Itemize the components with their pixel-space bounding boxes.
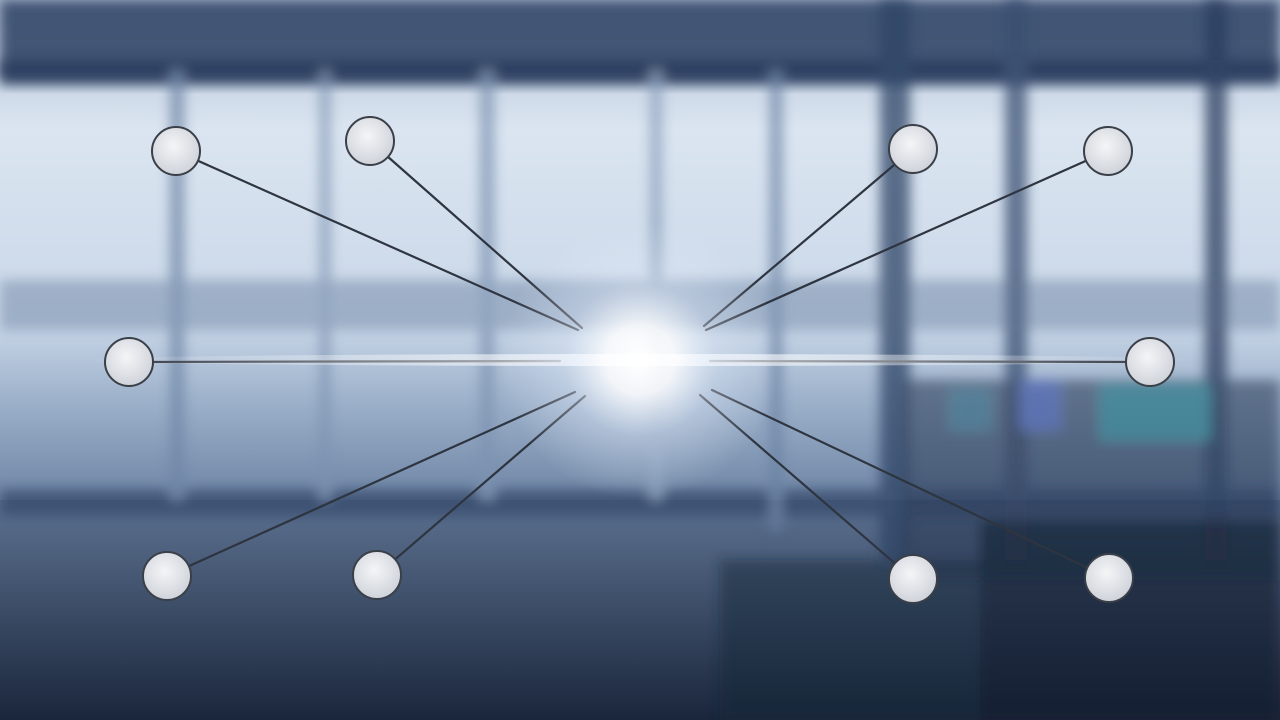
node-circle	[1083, 126, 1133, 176]
node-circle	[345, 116, 395, 166]
node-circle	[888, 124, 938, 174]
connector-line-4	[704, 159, 1088, 332]
diagram-node-1	[151, 126, 201, 176]
node-circle	[151, 126, 201, 176]
connector-line-10	[710, 388, 1089, 569]
diagram-nodes	[104, 116, 1175, 604]
node-circle	[1084, 553, 1134, 603]
diagram-node-6	[1125, 337, 1175, 387]
node-circle	[1125, 337, 1175, 387]
connector-line-7	[187, 390, 577, 568]
diagram-node-4	[1083, 126, 1133, 176]
node-circle	[888, 554, 938, 604]
hub-glow	[500, 220, 780, 500]
diagram-node-3	[888, 124, 938, 174]
diagram-node-10	[1084, 553, 1134, 603]
diagram-node-9	[888, 554, 938, 604]
node-circle	[142, 551, 192, 601]
diagram-node-5	[104, 337, 154, 387]
diagram-node-2	[345, 116, 395, 166]
node-circle	[352, 550, 402, 600]
central-hub-glow	[80, 220, 1200, 500]
diagram-node-8	[352, 550, 402, 600]
diagram-node-7	[142, 551, 192, 601]
node-circle	[104, 337, 154, 387]
